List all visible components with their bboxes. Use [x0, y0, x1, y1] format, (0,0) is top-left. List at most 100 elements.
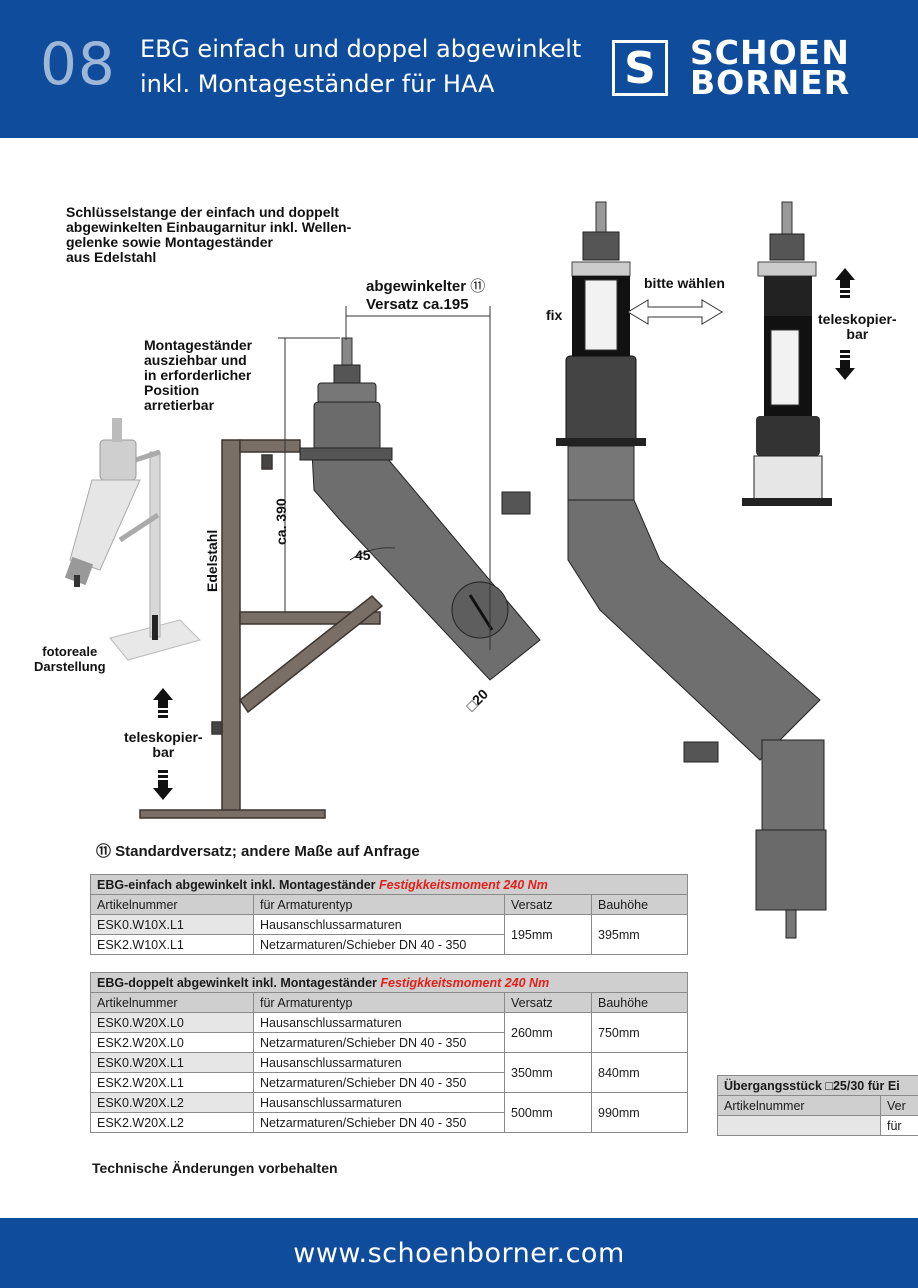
intro-line: abgewinkelten Einbaugarnitur inkl. Welle…: [66, 219, 352, 235]
square-dimension: □20: [463, 686, 491, 714]
column-header: Bauhöhe: [591, 992, 688, 1013]
column-header: Artikelnummer: [90, 992, 254, 1013]
offset-value: 260mm: [504, 1012, 592, 1053]
offset-label: abgewinkelter ⑪ Versatz ca.195: [366, 278, 485, 314]
page-header: 08 EBG einfach und doppel abgewinkelt in…: [0, 0, 918, 138]
title-line-2: inkl. Montageständer für HAA: [140, 70, 495, 98]
logo-icon: S: [612, 40, 668, 96]
fitting-type: Netzarmaturen/Schieber DN 40 - 350: [253, 1072, 505, 1093]
table-single-angled: EBG-einfach abgewinkelt inkl. Montagestä…: [90, 874, 688, 955]
height-value: 840mm: [591, 1052, 688, 1093]
intro-description: Schlüsselstange der einfach und doppelt …: [66, 205, 351, 265]
fitting-type: Netzarmaturen/Schieber DN 40 - 350: [253, 934, 505, 955]
table-title: EBG-doppelt abgewinkelt inkl. Montagestä…: [90, 972, 688, 993]
fitting-type: Hausanschlussarmaturen: [253, 1092, 505, 1113]
page-title: EBG einfach und doppel abgewinkelt inkl.…: [140, 32, 581, 102]
fitting-type: Hausanschlussarmaturen: [253, 914, 505, 935]
mounting-stand-drawing: [139, 439, 384, 819]
fitting-type: für: [880, 1115, 918, 1136]
fitting-type: Hausanschlussarmaturen: [253, 1012, 505, 1033]
table-row: ESK0.W20X.L1 Hausanschlussarmaturen 350m…: [90, 1052, 688, 1093]
height-dimension: ca. 390: [273, 498, 289, 545]
disclaimer: Technische Änderungen vorbehalten: [92, 1160, 338, 1176]
website-link[interactable]: www.schoenborner.com: [293, 1238, 625, 1269]
offset-line-1: abgewinkelter: [366, 278, 467, 295]
article-number: ESK0.W20X.L2: [90, 1092, 254, 1113]
telescopic-variant-drawing: [742, 201, 832, 506]
telescopic-left-line: bar: [152, 744, 175, 760]
height-value: 395mm: [591, 914, 688, 955]
stand-line: arretierbar: [144, 397, 215, 413]
double-angled-pipe-drawing: [501, 201, 827, 939]
column-header: Bauhöhe: [591, 894, 688, 915]
fitting-type: Netzarmaturen/Schieber DN 40 - 350: [253, 1032, 505, 1053]
column-header: Ver: [880, 1095, 918, 1116]
brand-logo: SCHOEN BORNER: [690, 33, 850, 99]
stand-line: in erforderlicher: [144, 367, 252, 383]
table-row: ESK2.W10X.L1 Netzarmaturen/Schieber DN 4…: [90, 934, 688, 955]
telescopic-left-line: teleskopier-: [124, 729, 203, 745]
offset-value: 500mm: [504, 1092, 592, 1133]
telescopic-right-line: teleskopier-: [818, 311, 897, 327]
page-number: 08: [40, 30, 116, 98]
photo-caption: fotoreale Darstellung: [34, 644, 106, 674]
column-header: Versatz: [504, 894, 592, 915]
double-arrow-icon: [627, 299, 723, 325]
photo-caption-line: fotoreale: [42, 644, 98, 659]
article-number: ESK0.W20X.L0: [90, 1012, 254, 1033]
stand-line: Montageständer: [144, 337, 253, 353]
height-value: 750mm: [591, 1012, 688, 1053]
column-header: für Armaturentyp: [253, 894, 505, 915]
offset-line-2: Versatz ca.195: [366, 296, 469, 313]
table-row: für: [717, 1115, 918, 1136]
table-transition-piece: Übergangsstück □25/30 für Ei Artikelnumm…: [717, 1075, 918, 1137]
torque-highlight: Festigkkeitsmoment 240 Nm: [380, 975, 550, 990]
page-footer: www.schoenborner.com: [0, 1218, 918, 1288]
article-number: ESK2.W20X.L0: [90, 1032, 254, 1053]
offset-marker: ⑪: [470, 278, 486, 295]
photo-stand-illustration: [64, 418, 201, 661]
article-number: [717, 1115, 881, 1136]
arrow-icons: [153, 268, 855, 800]
choose-label: bitte wählen: [644, 275, 725, 291]
article-number: ESK2.W10X.L1: [90, 934, 254, 955]
torque-highlight: Festigkkeitsmoment 240 Nm: [379, 877, 548, 892]
article-number: ESK0.W20X.L1: [90, 1052, 254, 1073]
standard-offset-note: ⑪ Standardversatz; andere Maße auf Anfra…: [96, 843, 420, 860]
column-header: für Armaturentyp: [253, 992, 505, 1013]
telescopic-right-line: bar: [846, 326, 869, 342]
intro-line: Schlüsselstange der einfach und doppelt: [66, 204, 340, 220]
technical-drawing: Edelstahl ca. 390 45 □20: [64, 201, 855, 939]
stand-line: Position: [144, 382, 200, 398]
article-number: ESK2.W20X.L1: [90, 1072, 254, 1093]
arrow-down-icon: [835, 350, 855, 380]
column-header: Artikelnummer: [717, 1095, 881, 1116]
article-number: ESK0.W10X.L1: [90, 914, 254, 935]
table-row: ESK0.W20X.L0 Hausanschlussarmaturen 260m…: [90, 1012, 688, 1053]
arrow-down-icon: [153, 770, 173, 800]
arrow-up-icon: [835, 268, 855, 298]
angle-dimension: 45: [355, 547, 371, 563]
column-header: Versatz: [504, 992, 592, 1013]
fix-label: fix: [546, 307, 563, 323]
table-title: Übergangsstück □25/30 für Ei: [717, 1075, 918, 1096]
fitting-type: Netzarmaturen/Schieber DN 40 - 350: [253, 1112, 505, 1133]
material-label: Edelstahl: [204, 530, 220, 592]
table-row: ESK2.W20X.L2 Netzarmaturen/Schieber DN 4…: [90, 1112, 688, 1133]
stand-line: ausziehbar und: [144, 352, 247, 368]
offset-value: 350mm: [504, 1052, 592, 1093]
arrow-up-icon: [153, 688, 173, 718]
height-value: 990mm: [591, 1092, 688, 1133]
telescopic-left-label: teleskopier- bar: [124, 730, 203, 760]
table-row: ESK2.W20X.L1 Netzarmaturen/Schieber DN 4…: [90, 1072, 688, 1093]
article-number: ESK2.W20X.L2: [90, 1112, 254, 1133]
title-line-1: EBG einfach und doppel abgewinkelt: [140, 35, 582, 63]
logo-line-1: SCHOEN: [690, 33, 850, 72]
telescopic-right-label: teleskopier- bar: [818, 312, 897, 342]
intro-line: gelenke sowie Montageständer: [66, 234, 273, 250]
single-angled-pipe-drawing: [299, 337, 541, 681]
offset-value: 195mm: [504, 914, 592, 955]
table-row: ESK0.W10X.L1 Hausanschlussarmaturen 195m…: [90, 914, 688, 955]
table-row: ESK0.W20X.L2 Hausanschlussarmaturen 500m…: [90, 1092, 688, 1133]
table-title: EBG-einfach abgewinkelt inkl. Montagestä…: [90, 874, 688, 895]
